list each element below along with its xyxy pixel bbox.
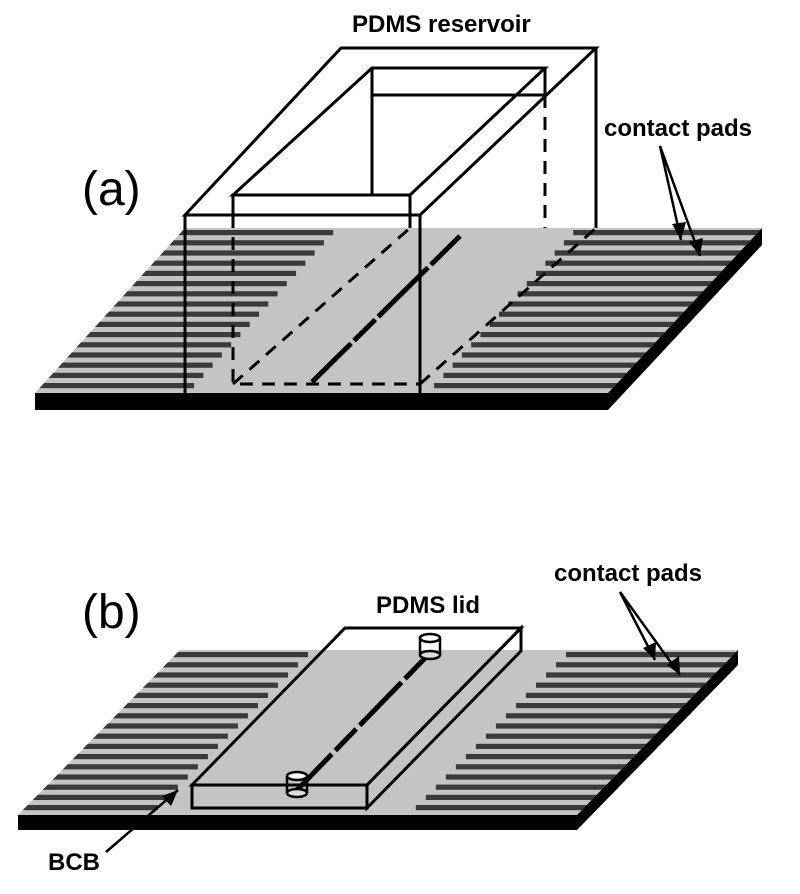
contact-pad-stripe [525,692,738,698]
contact-pad-stripe [154,250,315,256]
contact-pad-stripe [475,743,688,749]
contact-pad-stripe [87,733,228,739]
contact-pad-stripe [43,372,204,378]
contact-pad-stripe [425,794,638,800]
contact-pad-stripes-a [35,230,762,389]
contact-pads-right-a [434,230,762,389]
contact-pad-stripe [508,301,719,307]
panel-a-label: (a) [82,163,141,216]
panel-b-label: (b) [82,586,141,639]
contact-pad-stripe [545,260,756,266]
contact-pad-stripe [77,743,218,749]
contact-pad-stripe [566,652,738,658]
contact-pad-stripe [89,321,250,327]
substrate-edge-side-a [608,228,762,410]
contact-pad-stripe [126,281,287,287]
contact-pad-stripe [71,342,232,348]
panel-b: (b) PDMS lid contact pads BCB [18,560,738,876]
pdms-lid [188,624,525,812]
substrate-a [35,228,762,410]
contact-pad-stripe [435,784,648,790]
contact-pad-stripe [434,383,645,389]
contact-pad-stripe [515,703,728,709]
contact-pad-stripe [35,383,195,389]
contact-pad-stripe [136,270,297,276]
contact-pad-stripe [52,362,213,368]
microchannel-b [295,651,432,792]
contact-pad-stripe [471,342,682,348]
contact-pad-stripe [505,713,718,719]
pdms-reservoir [181,46,600,393]
substrate-edge-front-a [35,393,608,410]
contact-pads-right-b [415,652,738,811]
substrate-top-b [18,650,738,815]
contact-pad-stripe [535,682,738,688]
contact-pad-stripe [97,723,238,729]
contact-pad-stripe [173,230,334,236]
contact-pad-stripe [485,733,698,739]
contact-pad-stripe [445,774,658,780]
contact-pad-stripe [145,260,306,266]
substrate-edge-front-b [18,815,577,830]
contact-pad-stripe [495,723,708,729]
pdms-lid-label: PDMS lid [376,592,480,619]
contact-pad-stripe [489,321,700,327]
contact-pad-stripe [67,754,208,760]
contact-pad-stripe [37,784,178,790]
contact-pad-stripe [27,794,168,800]
contact-pad-stripe [546,672,738,678]
contact-pad-stripe [18,805,158,811]
contact-pad-stripe [117,291,278,297]
contact-pad-stripe [107,713,248,719]
contact-pad-stripe [480,332,691,338]
contact-pad-stripe [526,281,737,287]
contact-pads-label-b: contact pads [554,560,702,587]
contact-pad-stripe [556,662,738,668]
contact-pads-label-a: contact pads [604,115,752,142]
contact-pad-stripe [57,764,198,770]
contact-pad-stripe [127,692,268,698]
substrate-top-a [35,228,762,393]
bcb-label: BCB [48,849,100,876]
contact-pad-stripe [536,270,747,276]
substrate-b [18,650,738,830]
contact-pad-stripe [554,250,762,256]
port-top [418,632,442,661]
contact-pad-stripe [137,682,278,688]
port-bottom [285,770,309,799]
contact-pad-stripe [99,311,259,317]
contact-pads-arrows-b [618,591,682,676]
contact-pad-stripe [415,805,628,811]
panel-a: (a) PDMS reservoir contact pads [35,11,762,410]
contact-pad-stripe [148,672,289,678]
contact-pad-stripe [47,774,188,780]
contact-pads-left-a [35,230,334,389]
substrate-edge-side-b [577,650,738,830]
contact-pad-stripe [455,764,668,770]
contact-pad-stripe [61,352,222,358]
contact-pad-stripe [108,301,269,307]
contact-pad-stripe [461,352,672,358]
contact-pad-stripe [168,652,309,658]
contact-pad-stripe [117,703,258,709]
contact-pad-stripe [563,240,762,246]
pdms-reservoir-label: PDMS reservoir [352,11,531,38]
contact-pad-stripe [158,662,299,668]
contact-pad-stripe [163,240,324,246]
contact-pads-left-b [18,652,309,811]
contact-pad-stripe [452,362,663,368]
contact-pad-stripe [443,372,654,378]
contact-pad-stripes-b [18,652,738,811]
contact-pad-stripe [465,754,678,760]
contact-pad-stripe [499,311,709,317]
microchannel-a [310,234,462,384]
contact-pad-stripe [517,291,728,297]
contact-pads-arrows-a [658,145,703,257]
contact-pad-stripe [80,332,241,338]
contact-pad-stripe [573,230,762,236]
bcb-arrow [105,789,179,853]
